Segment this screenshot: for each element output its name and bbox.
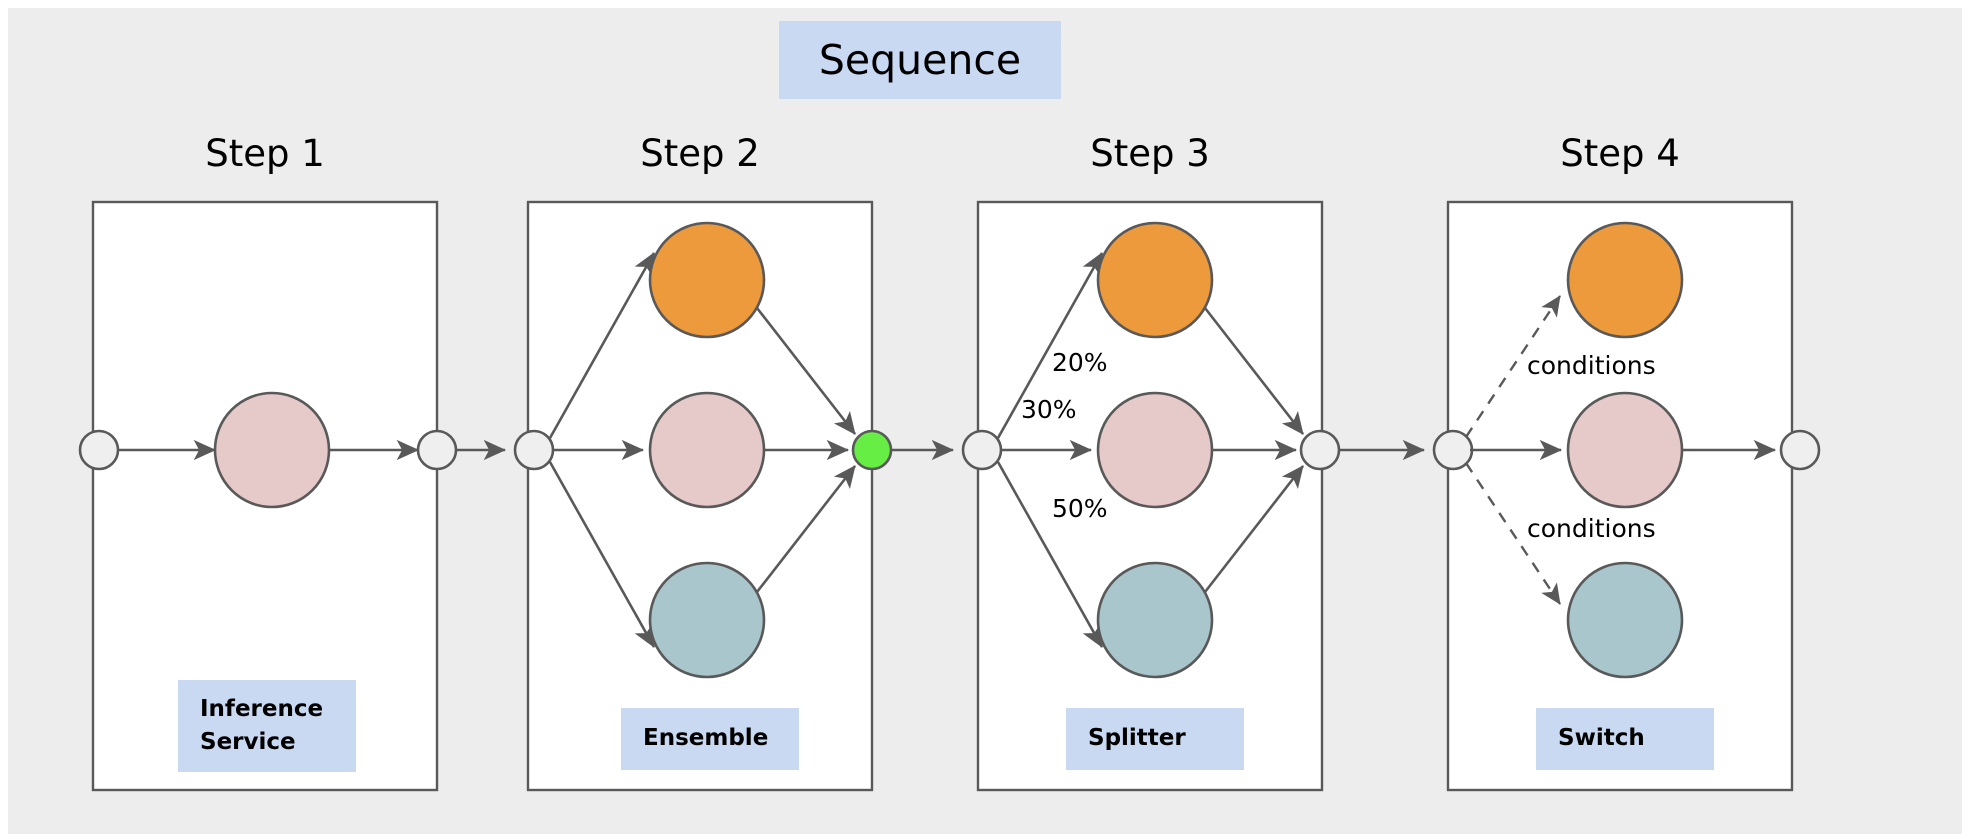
step-1-exit-node[interactable] <box>416 429 458 471</box>
edge-step2-entry-to-orange <box>548 252 656 439</box>
step-2-tag: Ensemble <box>621 708 799 770</box>
split-label-bottom: 50% <box>1052 494 1108 523</box>
switch-label-top-text: conditions <box>1527 351 1656 380</box>
step-2-heading: Step 2 <box>528 132 872 175</box>
step-1-heading: Step 1 <box>93 132 437 175</box>
step-1-tag-line-2: Service <box>200 729 296 755</box>
step-3-entry-node[interactable] <box>961 429 1003 471</box>
step-3-heading-text: Step 3 <box>1090 132 1210 175</box>
split-label-mid-text: 30% <box>1021 395 1077 424</box>
split-label-top-text: 20% <box>1052 348 1108 377</box>
step-2-model-node-teal[interactable] <box>648 561 766 679</box>
step-2-entry-node[interactable] <box>513 429 555 471</box>
step-3-tag: Splitter <box>1066 708 1244 770</box>
step-1-tag: Inference Service <box>178 680 356 772</box>
split-label-top: 20% <box>1052 348 1108 377</box>
edge-step3-teal-to-join <box>1203 465 1305 593</box>
step-2-heading-text: Step 2 <box>640 132 760 175</box>
step-2-model-node-orange[interactable] <box>648 221 766 339</box>
step-4-heading-text: Step 4 <box>1560 132 1680 175</box>
step-2-join-node[interactable] <box>851 429 893 471</box>
step-4-model-node-teal[interactable] <box>1566 561 1684 679</box>
step-3-model-node-orange[interactable] <box>1096 221 1214 339</box>
step-1-entry-node[interactable] <box>78 429 120 471</box>
step-1-model-node[interactable] <box>213 391 331 509</box>
step-3-model-node-teal[interactable] <box>1096 561 1214 679</box>
step-2-model-node-pink[interactable] <box>648 391 766 509</box>
switch-label-bottom-text: conditions <box>1527 514 1656 543</box>
step-3-tag-line-1: Splitter <box>1088 725 1186 752</box>
step-1-heading-text: Step 1 <box>205 132 325 175</box>
edge-step2-teal-to-join <box>755 465 857 593</box>
step-4-tag: Switch <box>1536 708 1714 770</box>
edge-step4-entry-to-orange-dashed <box>1465 295 1561 438</box>
split-label-mid: 30% <box>1021 395 1077 424</box>
edge-step3-entry-to-orange <box>996 252 1104 439</box>
step-3-join-node[interactable] <box>1299 429 1341 471</box>
switch-label-bottom: conditions <box>1527 514 1656 543</box>
edge-step3-entry-to-teal <box>996 461 1104 648</box>
switch-label-top: conditions <box>1527 351 1656 380</box>
sequence-title-box: Sequence <box>779 21 1061 99</box>
step-4-exit-node[interactable] <box>1779 429 1821 471</box>
step-4-model-node-orange[interactable] <box>1566 221 1684 339</box>
step-3-model-node-pink[interactable] <box>1096 391 1214 509</box>
sequence-title-text: Sequence <box>818 36 1022 84</box>
edge-step3-orange-to-join <box>1203 307 1305 435</box>
step-4-heading: Step 4 <box>1448 132 1792 175</box>
step-2-tag-line-1: Ensemble <box>643 725 769 752</box>
step-3-heading: Step 3 <box>978 132 1322 175</box>
step-4-model-node-pink[interactable] <box>1566 391 1684 509</box>
split-label-bottom-text: 50% <box>1052 494 1108 523</box>
step-1-tag-line-1: Inference <box>200 695 324 722</box>
edge-step2-entry-to-teal <box>548 461 656 648</box>
step-4-tag-line-1: Switch <box>1558 725 1645 752</box>
edge-step2-orange-to-join <box>755 307 857 435</box>
edge-step4-entry-to-teal-dashed <box>1465 462 1561 605</box>
